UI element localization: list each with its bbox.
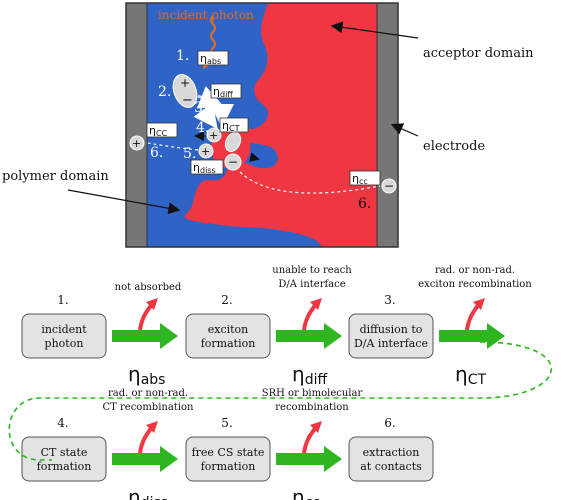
- exciton-ellipse: [172, 74, 198, 108]
- svg-text:−: −: [182, 93, 193, 108]
- svg-text:−: −: [384, 179, 394, 193]
- row1-loss-label-2: unable to reach: [272, 265, 352, 276]
- row2-box-line2-3: at contacts: [360, 460, 422, 473]
- row1-loss-arrow-2: [302, 302, 318, 331]
- svg-text:+: +: [201, 145, 210, 158]
- row1-step-num-1: 1.: [57, 293, 68, 307]
- photon-squiggle: [202, 15, 219, 70]
- row1-eta-3: ηCT: [455, 362, 486, 388]
- row1-box-line2-3: D/A interface: [354, 337, 428, 350]
- row1-flow-arrow-1: [112, 323, 178, 349]
- svg-text:−: −: [228, 155, 238, 169]
- polymer-region: [147, 3, 322, 247]
- row2-eta-1: ηdiss: [128, 485, 168, 500]
- svg-text:ηdiff: ηdiff: [213, 85, 233, 99]
- row1-loss-label-1: not absorbed: [115, 282, 182, 293]
- row2-loss-arrow-2: [302, 425, 318, 454]
- row2-box-line2-1: formation: [37, 460, 92, 473]
- row1-loss-label2-3: exciton recombination: [418, 279, 532, 290]
- svg-text:ηdiss: ηdiss: [193, 161, 216, 175]
- step-2: 2.: [158, 84, 171, 100]
- step-1: 1.: [176, 48, 189, 64]
- right-electrode: [376, 2, 399, 248]
- row2-loss-label2-2: recombination: [275, 402, 349, 413]
- row1-loss-arrow-1: [138, 302, 154, 331]
- step-5: 5.: [183, 146, 196, 162]
- row2-box-line1-2: free CS state: [192, 446, 265, 459]
- step-3: 3.: [194, 100, 207, 116]
- device-illustration: + − + + − + −: [67, 2, 419, 248]
- row2-box-line2-2: formation: [201, 460, 256, 473]
- row2-step-num-2: 5.: [221, 416, 232, 430]
- row2-flow-arrow-1: [112, 446, 178, 472]
- row2-box-line1-1: CT state: [41, 446, 88, 459]
- left-electrode: [125, 2, 148, 248]
- row2-box-1: [21, 436, 107, 482]
- step-4: 4.: [196, 120, 209, 136]
- row2-eta-2: ηcc: [292, 485, 320, 500]
- row1-box-line1-3: diffusion to: [360, 323, 423, 336]
- left-charge: [129, 135, 145, 151]
- row1-box-line2-2: formation: [201, 337, 256, 350]
- acceptor-domain-label: acceptor domain: [423, 46, 534, 61]
- right-charge: [381, 178, 397, 194]
- row1-box-2: [185, 313, 271, 359]
- row2-box-3: [348, 436, 434, 482]
- free-electron: [224, 153, 242, 171]
- row-connector: [8, 341, 553, 461]
- step-6-right: 6.: [358, 196, 371, 212]
- svg-text:ηabs: ηabs: [200, 52, 221, 66]
- row1-flow-arrow-2: [276, 323, 342, 349]
- svg-text:+: +: [180, 76, 190, 90]
- row1-loss-arrow-3: [465, 302, 481, 331]
- row2-step-num-1: 4.: [57, 416, 68, 430]
- row2-box-2: [185, 436, 271, 482]
- row2-step-num-3: 6.: [384, 416, 395, 430]
- incident-photon-label: incident photon: [158, 8, 254, 22]
- svg-text:+: +: [209, 129, 218, 142]
- row1-box-1: [21, 313, 107, 359]
- row2-loss-arrow-1: [138, 425, 154, 454]
- row1-eta-2: ηdiff: [292, 362, 327, 388]
- electrode-label: electrode: [423, 139, 485, 154]
- row2-loss-label2-1: CT recombination: [103, 402, 195, 413]
- row1-eta-1: ηabs: [128, 362, 165, 388]
- svg-text:ηCC: ηCC: [149, 124, 168, 138]
- row2-flow-arrow-2: [276, 446, 342, 472]
- row1-loss-label2-2: D/A interface: [278, 279, 345, 290]
- ct-electron: [224, 131, 242, 153]
- svg-text:+: +: [132, 137, 141, 150]
- polymer-domain-label: polymer domain: [2, 169, 109, 184]
- row1-step-num-3: 3.: [384, 293, 395, 307]
- row1-box-3: [348, 313, 434, 359]
- step-6-left: 6.: [150, 145, 163, 161]
- row1-box-line1-2: exciton: [208, 323, 249, 336]
- row2-loss-label-2: SRH or bimolecular: [262, 388, 363, 399]
- row1-step-num-2: 2.: [221, 293, 232, 307]
- free-hole: [198, 143, 214, 159]
- svg-text:ηcc: ηcc: [352, 172, 368, 186]
- ct-hole: [206, 127, 222, 143]
- row1-flow-arrow-3: [439, 323, 505, 349]
- row1-loss-label-3: rad. or non-rad.: [435, 265, 515, 276]
- svg-text:ηCT: ηCT: [222, 119, 240, 133]
- row1-box-line2-1: photon: [45, 337, 84, 350]
- row1-box-line1-1: incident: [41, 323, 87, 336]
- row2-loss-label-1: rad. or non-rad.: [108, 388, 188, 399]
- row2-box-line1-3: extraction: [363, 446, 420, 459]
